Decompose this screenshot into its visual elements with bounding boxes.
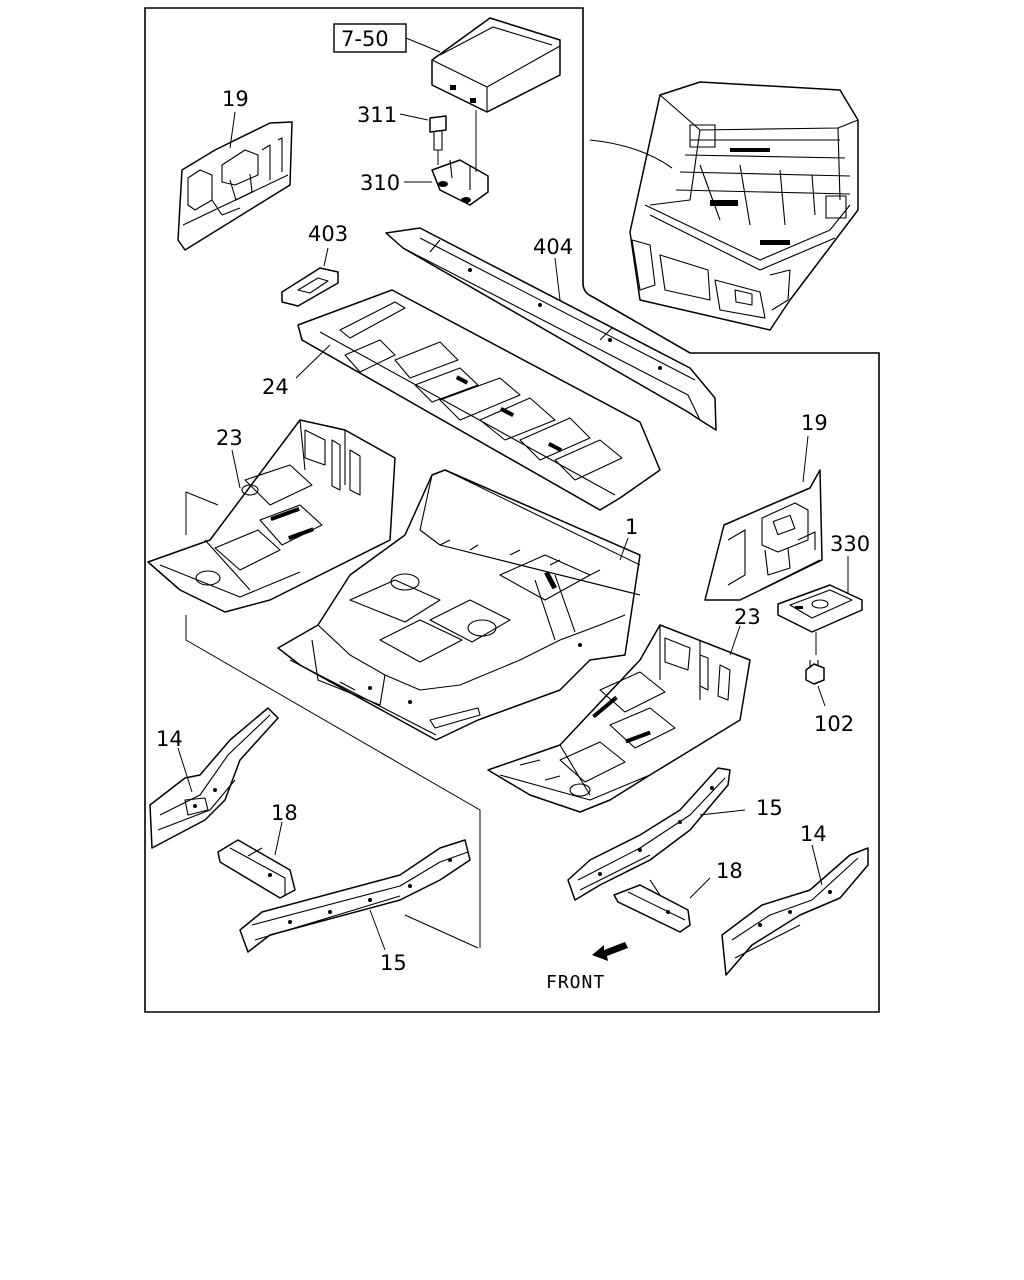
truck-cab-inset: [589, 81, 859, 331]
bolt-311: [399, 113, 447, 151]
ref-box-label: 7-50: [341, 27, 389, 51]
bracket-330: [777, 556, 863, 633]
leader-bracket-left: [185, 491, 481, 948]
label-330: 330: [830, 532, 870, 556]
frame-rail-15-left: [239, 839, 471, 953]
rear-floor-24: [295, 289, 661, 511]
label-15-right: 15: [756, 796, 783, 820]
battery-box: [431, 17, 561, 113]
label-23-right: 23: [734, 605, 761, 629]
diagram-frame: [144, 7, 880, 1013]
side-panel-19-right: [704, 435, 823, 601]
main-floor-1: [277, 469, 641, 741]
label-15-left: 15: [380, 951, 407, 975]
label-18-left: 18: [271, 801, 298, 825]
front-label: FRONT: [546, 972, 605, 993]
bracket-18-right: [613, 877, 711, 933]
floor-panel-23-right: [487, 624, 751, 813]
side-panel-19-left: [177, 111, 293, 251]
label-23-left: 23: [216, 426, 243, 450]
label-404: 404: [533, 235, 573, 259]
frame-rail-15-right: [567, 767, 746, 901]
label-19-right: 19: [801, 411, 828, 435]
label-403: 403: [308, 222, 348, 246]
label-102: 102: [814, 712, 854, 736]
plate-403: [281, 247, 339, 307]
label-24: 24: [262, 375, 289, 399]
bracket-18-left: [217, 821, 296, 899]
label-310: 310: [360, 171, 400, 195]
label-18-right: 18: [716, 859, 743, 883]
front-arrow-icon: [592, 942, 628, 961]
front-member-14-left: [149, 707, 279, 849]
floor-panel-23-left: [147, 419, 396, 613]
front-member-14-right: [721, 844, 869, 976]
label-1: 1: [625, 515, 638, 539]
label-311: 311: [357, 103, 397, 127]
bracket-310: [404, 110, 489, 206]
label-19-left: 19: [222, 87, 249, 111]
label-14-left: 14: [156, 727, 183, 751]
cross-member-404: [385, 227, 717, 431]
label-14-right: 14: [800, 822, 827, 846]
nut-102: [805, 632, 826, 707]
